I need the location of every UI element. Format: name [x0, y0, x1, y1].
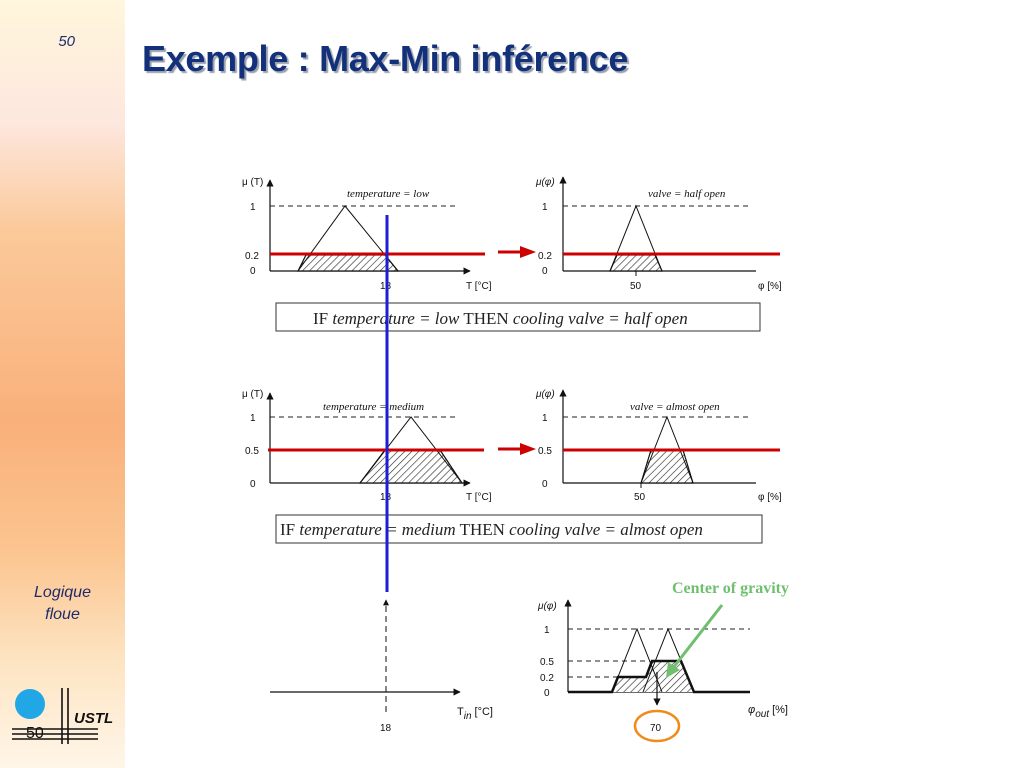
rule2-output-axis-x: φ [%]: [758, 492, 782, 503]
rule2-then: THEN: [460, 520, 505, 539]
rule2-input-axis-y: μ (T): [242, 389, 263, 400]
rule1-output-tick-y2: 0: [542, 266, 548, 277]
rule1-input-tick-y1: 0.2: [245, 251, 259, 262]
rule2-input-label: temperature = medium: [323, 401, 424, 413]
rule1-output-tick-y0: 1: [542, 202, 548, 213]
rule2-antecedent: temperature = medium: [299, 520, 455, 539]
result-input-axis-x: Tin[°C]: [457, 706, 493, 722]
result-output-tick-y3: 0: [544, 688, 550, 699]
rule1-output-plot: μ(φ) valve = half open 1 0.2 0 50 φ [%]: [535, 176, 782, 292]
rule1-if: IF: [313, 309, 328, 328]
result-output-tick-y0: 1: [544, 625, 550, 636]
subject-line-1: Logique: [34, 584, 91, 601]
rule1-output-axis-y: μ(φ): [535, 177, 555, 188]
rule2-output-tick-y0: 1: [542, 413, 548, 424]
rule2-output-axis-y: μ(φ): [535, 389, 555, 400]
subject-line-2: floue: [45, 606, 80, 623]
rule1-input-plot: μ (T) temperature = low 1 0.2 0 18 T [°C…: [242, 177, 492, 292]
ustl-logo: 50 USTL: [12, 688, 113, 744]
rule1-box: [275, 302, 761, 332]
rule2-output-tick-y1: 0.5: [538, 446, 552, 457]
result-output-tick-y2: 0.2: [540, 673, 554, 684]
rule1-output-label: valve = half open: [648, 188, 726, 200]
result-output-axis-x: φout[%]: [748, 704, 788, 720]
rule2-input-tick-y0: 1: [250, 413, 256, 424]
page-title: Exemple : Max-Min inférence: [142, 38, 629, 79]
rule2-output-tick-x: 50: [634, 492, 646, 503]
rule1-consequent: cooling valve = half open: [513, 309, 688, 328]
rule2-input-axis-x: T [°C]: [466, 492, 492, 503]
rule2-input-tick-y2: 0: [250, 479, 256, 490]
cog-value-highlight: [633, 709, 681, 743]
rule2-output-tick-y2: 0: [542, 479, 548, 490]
page-number: 50: [58, 33, 75, 50]
result-input-tick-x: 18: [380, 723, 392, 734]
cog-value: 70: [650, 723, 662, 734]
rule1-antecedent: temperature = low: [332, 309, 460, 328]
rule1-input-axis-y: μ (T): [242, 177, 263, 188]
result-output-tick-y1: 0.5: [540, 657, 554, 668]
rule2-consequent: cooling valve = almost open: [509, 520, 703, 539]
result-output-plot: μ(φ) 1 0.5 0.2 0 φout[%]: [537, 599, 788, 720]
rule2-box: [275, 514, 763, 544]
rule2-input-tick-y1: 0.5: [245, 446, 259, 457]
result-output-axis-y: μ(φ): [537, 601, 557, 612]
rule1-output-axis-x: φ [%]: [758, 281, 782, 292]
rule2-text: IF temperature = medium THEN cooling val…: [280, 520, 703, 539]
rule1-input-axis-x: T [°C]: [466, 281, 492, 292]
cog-pointer-arrow: [666, 604, 724, 678]
cog-label: Center of gravity: [672, 580, 789, 597]
logo-circle: [15, 689, 45, 719]
result-input-axis: 18 Tin[°C]: [270, 599, 493, 734]
rule1-text: IF temperature = low THEN cooling valve …: [313, 309, 688, 328]
rule1-output-tick-x: 50: [630, 281, 642, 292]
rule1-input-label: temperature = low: [347, 188, 430, 200]
rule1-input-tick-y2: 0: [250, 266, 256, 277]
subject-label: Logique floue: [0, 582, 125, 626]
rule2-output-label: valve = almost open: [630, 401, 720, 413]
rule2-output-plot: μ(φ) valve = almost open 1 0.5 0 50 φ [%…: [535, 389, 782, 503]
rule1-input-tick-y0: 1: [250, 202, 256, 213]
logo-badge-number: 50: [26, 725, 44, 742]
logo-text: USTL: [74, 710, 113, 727]
sidebar-band: 50 Logique floue: [0, 0, 125, 768]
rule1-output-tick-y1: 0.2: [538, 251, 552, 262]
rule2-if: IF: [280, 520, 295, 539]
rule2-transfer-arrow: [498, 443, 536, 455]
rule1-then: THEN: [463, 309, 508, 328]
rule1-transfer-arrow: [498, 246, 536, 258]
rule2-input-plot: μ (T) temperature = medium 1 0.5 0 18 T …: [242, 389, 492, 503]
